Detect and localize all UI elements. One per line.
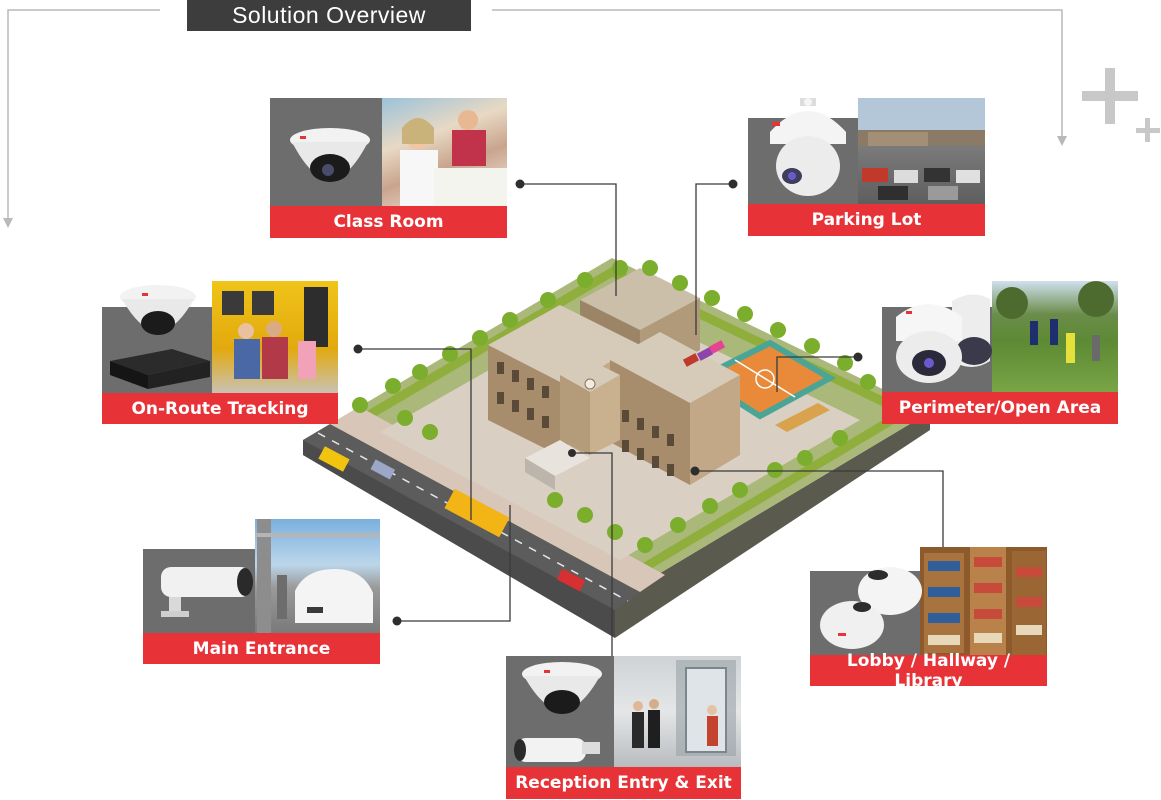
school-bus-photo: [212, 281, 338, 393]
card-class-room: Class Room: [270, 98, 507, 238]
card-main-entrance: Main Entrance: [143, 519, 380, 664]
label-lobby-hallway-library: Lobby / Hallway / Library: [810, 651, 1047, 691]
frame-lines: [7, 9, 1063, 222]
connector-dots: [353, 179, 863, 626]
card-reception-entry-exit: Reception Entry & Exit: [506, 656, 741, 799]
reception-photo: [614, 656, 741, 767]
label-parking-lot: Parking Lot: [748, 204, 985, 236]
entrance-gate-photo: [255, 519, 380, 633]
dome-camera-icon: [290, 128, 370, 182]
card-lobby-hallway-library: Lobby / Hallway / Library: [810, 547, 1047, 691]
bullet-camera-icon: [161, 567, 253, 617]
parking-lot-photo: [858, 98, 985, 204]
library-photo: [920, 547, 1047, 655]
label-on-route-tracking: On-Route Tracking: [102, 393, 338, 424]
label-perimeter-open-area: Perimeter/Open Area: [882, 392, 1118, 424]
dome-camera-icon: [820, 567, 922, 649]
bullet-camera-icon: [514, 738, 600, 762]
small-plus-icon: [1136, 118, 1160, 142]
open-area-photo: [992, 281, 1118, 392]
mobile-dvr-icon: [110, 349, 210, 389]
school-campus-illustration: [303, 258, 930, 638]
ptz-camera-icon: [896, 294, 992, 383]
dome-camera-icon: [522, 662, 602, 714]
plus-icon: [1082, 68, 1138, 124]
connector-lines: [358, 183, 944, 668]
label-main-entrance: Main Entrance: [143, 633, 380, 664]
classroom-photo: [382, 98, 507, 206]
ptz-camera-icon: [770, 98, 846, 196]
card-parking-lot: Parking Lot: [748, 98, 985, 236]
card-perimeter-open-area: Perimeter/Open Area: [882, 281, 1118, 424]
card-on-route-tracking: On-Route Tracking: [102, 281, 338, 424]
label-class-room: Class Room: [270, 206, 507, 238]
arrow-down-right-icon: [1057, 136, 1067, 146]
dome-camera-icon: [120, 285, 196, 335]
solution-overview-title: Solution Overview: [187, 0, 471, 31]
arrow-down-left-icon: [3, 218, 13, 228]
label-reception-entry-exit: Reception Entry & Exit: [506, 767, 741, 799]
